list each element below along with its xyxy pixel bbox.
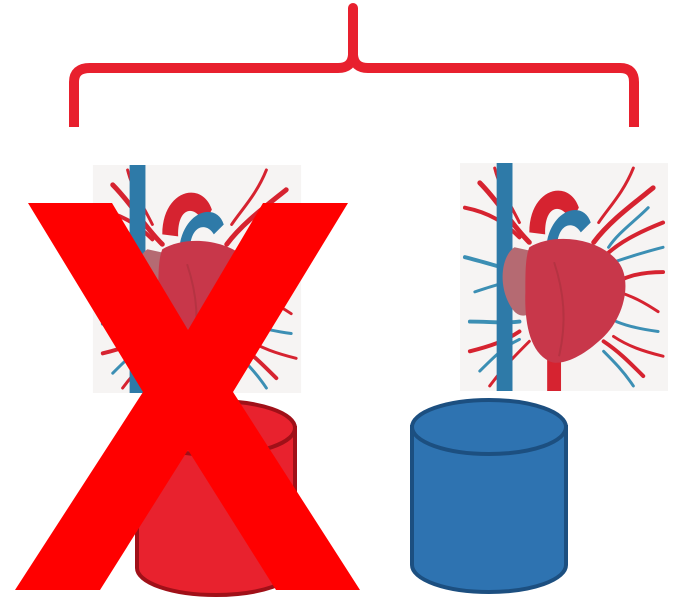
blue-cylinder-icon: [412, 400, 566, 592]
right-option: [412, 163, 668, 592]
right-heart-illustration: [460, 163, 668, 391]
bracket-path: [74, 8, 634, 127]
curly-brace-icon: [74, 8, 634, 127]
